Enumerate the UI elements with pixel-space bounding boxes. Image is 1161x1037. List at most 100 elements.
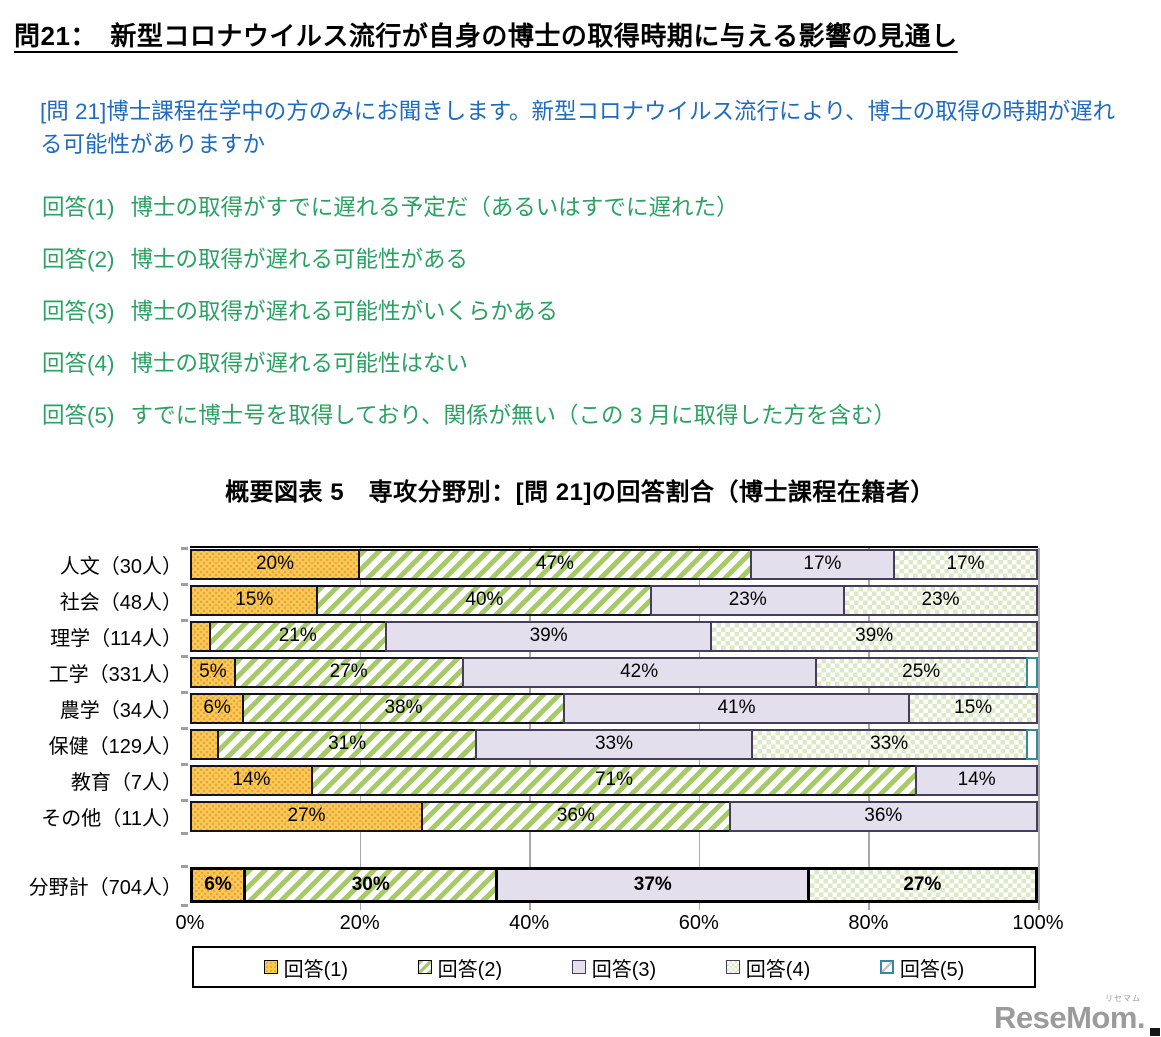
x-axis-tick: 20%: [339, 912, 380, 934]
bar-segment-answer1: 20%: [190, 548, 360, 580]
segment-value-label: 17%: [946, 553, 985, 574]
answer-label: 回答(5): [42, 403, 115, 428]
segment-value-label: 15%: [235, 589, 274, 610]
answer-label: 回答(3): [42, 299, 115, 324]
chart-rows: 人文（30人）20%47%17%17%社会（48人）15%40%23%23%理学…: [0, 546, 1039, 907]
bar-segment-answer3: 36%: [728, 800, 1038, 832]
answer-label: 回答(2): [42, 247, 115, 272]
segment-value-label: 39%: [855, 625, 894, 646]
bar-track: 20% 47% 17% 17%: [181, 546, 1038, 580]
chart-row: 理学（114人）21%39%39%: [0, 618, 1038, 654]
chart: 人文（30人）20%47%17%17%社会（48人）15%40%23%23%理学…: [0, 546, 1161, 988]
bar-segment-answer2: 47%: [357, 548, 752, 580]
chart-title: 概要図表 5 専攻分野別：[問 21]の回答割合（博士課程在籍者）: [225, 479, 935, 506]
legend-item: 回答(1): [263, 953, 348, 982]
bar-track: 15%40%23%23%: [181, 582, 1038, 616]
chart-row: その他（11人）27%36%36%: [0, 798, 1038, 834]
answer-list: 回答(1) 博士の取得がすでに遅れる予定だ（あるいはすでに遅れた） 回答(2) …: [42, 190, 896, 450]
resemom-logo: リセマム ReseMom.: [993, 995, 1146, 1035]
segment-value-label: 20%: [255, 553, 294, 574]
legend-label: 回答(2): [437, 958, 503, 981]
bar-segment-answer4: 25%: [814, 656, 1028, 688]
segment-value-label: 47%: [535, 553, 574, 574]
page-title: 問21： 新型コロナウイルス流行が自身の博士の取得時期に与える影響の見通し: [14, 21, 958, 51]
chart-row: 教育（7人）14%71%14%: [0, 762, 1038, 798]
chart-row: 工学（331人） 5% 27% 42% 25%: [0, 654, 1038, 690]
bar-segment-answer2: 38%: [242, 692, 565, 724]
legend-swatch-answer4: [725, 960, 740, 974]
bar-segment-answer2: 27%: [233, 656, 464, 688]
bar-segment-answer3: 39%: [384, 620, 713, 652]
bar-segment-answer1: 6%: [190, 867, 247, 903]
legend-item: 回答(3): [571, 953, 656, 982]
bar-segment-answer4: 39%: [710, 620, 1038, 652]
bar-segment-answer3: 23%: [650, 584, 846, 616]
stacked-bar: 6% 38% 41% 15%: [190, 692, 1038, 724]
answer-text: 博士の取得が遅れる可能性がある: [130, 247, 469, 272]
chart-row: 分野計（704人） 6% 30% 37% 27%: [0, 864, 1038, 906]
segment-value-label: 17%: [803, 553, 842, 574]
legend-swatch-answer3: [571, 960, 586, 974]
chart-row: 社会（48人）15%40%23%23%: [0, 582, 1038, 618]
logo-text: ReseMom.: [993, 1000, 1146, 1035]
answer-item: 回答(5) すでに博士号を取得しており、関係が無い（この 3 月に取得した方を含…: [42, 398, 896, 430]
bar-segment-answer1: [190, 620, 211, 652]
segment-value-label: 36%: [864, 805, 903, 826]
bar-segment-answer2: 31%: [216, 728, 478, 760]
bar-segment-answer2: 71%: [310, 764, 918, 796]
segment-value-label: 33%: [594, 733, 634, 754]
chart-legend: 回答(1)回答(2)回答(3)回答(4)回答(5): [192, 946, 1036, 988]
bar-segment-answer1: [190, 728, 219, 760]
bar-segment-answer1: 6%: [190, 692, 245, 724]
segment-value-label: 15%: [954, 697, 993, 718]
bar-track: 6% 38% 41% 15%: [181, 690, 1038, 724]
bar-segment-answer4: 27%: [806, 867, 1038, 903]
gridline: [1038, 548, 1040, 910]
chart-row: 人文（30人） 20% 47% 17% 17%: [0, 546, 1038, 582]
segment-value-label: 27%: [329, 661, 368, 682]
segment-value-label: 33%: [870, 733, 909, 754]
chart-plot-area: 人文（30人）20%47%17%17%社会（48人）15%40%23%23%理学…: [0, 546, 1040, 910]
stacked-bar: 5% 27% 42% 25%: [190, 656, 1038, 688]
bar-track: 27% 36% 36%: [181, 798, 1038, 832]
category-label: 人文（30人）: [59, 555, 182, 578]
x-axis-tick: 40%: [509, 912, 550, 934]
bar-segment-answer2: 21%: [208, 620, 387, 652]
segment-value-label: 6%: [203, 697, 231, 718]
x-axis-tick: 100%: [1012, 912, 1064, 934]
stacked-bar: 14%71%14%: [190, 764, 1038, 796]
answer-item: 回答(1) 博士の取得がすでに遅れる予定だ（あるいはすでに遅れた）: [42, 190, 896, 222]
segment-value-label: 42%: [620, 661, 659, 682]
category-label: 農学（34人）: [59, 699, 182, 722]
answer-text: 博士の取得が遅れる可能性はない: [130, 351, 469, 376]
answer-text: 博士の取得が遅れる可能性がいくらかある: [130, 299, 559, 324]
category-label: 工学（331人）: [48, 663, 182, 686]
segment-value-label: 5%: [199, 661, 227, 682]
category-label: 分野計（704人）: [28, 876, 182, 899]
bar-segment-answer4: 23%: [843, 584, 1038, 616]
segment-value-label: 27%: [903, 874, 942, 895]
answer-label: 回答(4): [42, 351, 115, 376]
segment-value-label: 30%: [351, 874, 390, 895]
legend-swatch-answer2: [417, 960, 432, 974]
chart-row: 農学（34人） 6% 38% 41% 15%: [0, 690, 1038, 726]
legend-swatch-answer1: [263, 960, 278, 974]
segment-value-label: 37%: [633, 874, 672, 895]
spacer-track: [181, 832, 1038, 864]
segment-value-label: 23%: [921, 589, 960, 610]
segment-value-label: 27%: [287, 805, 326, 826]
legend-item: 回答(2): [417, 953, 503, 982]
segment-value-label: 31%: [328, 733, 367, 754]
segment-value-label: 41%: [717, 697, 756, 718]
segment-value-label: 38%: [384, 697, 423, 718]
bar-segment-answer3: 14%: [915, 764, 1038, 796]
x-axis: 0%20%40%60%80%100%: [176, 910, 1064, 938]
category-label: 社会（48人）: [59, 591, 182, 614]
legend-item: 回答(5): [879, 953, 964, 982]
bar-segment-answer1: 14%: [190, 764, 313, 796]
bar-segment-answer3: 17%: [749, 548, 895, 580]
bar-segment-answer1: 27%: [190, 800, 424, 832]
bar-segment-answer4: 15%: [908, 692, 1038, 724]
bar-segment-answer2: 36%: [421, 800, 731, 832]
answer-item: 回答(2) 博士の取得が遅れる可能性がある: [42, 242, 896, 274]
